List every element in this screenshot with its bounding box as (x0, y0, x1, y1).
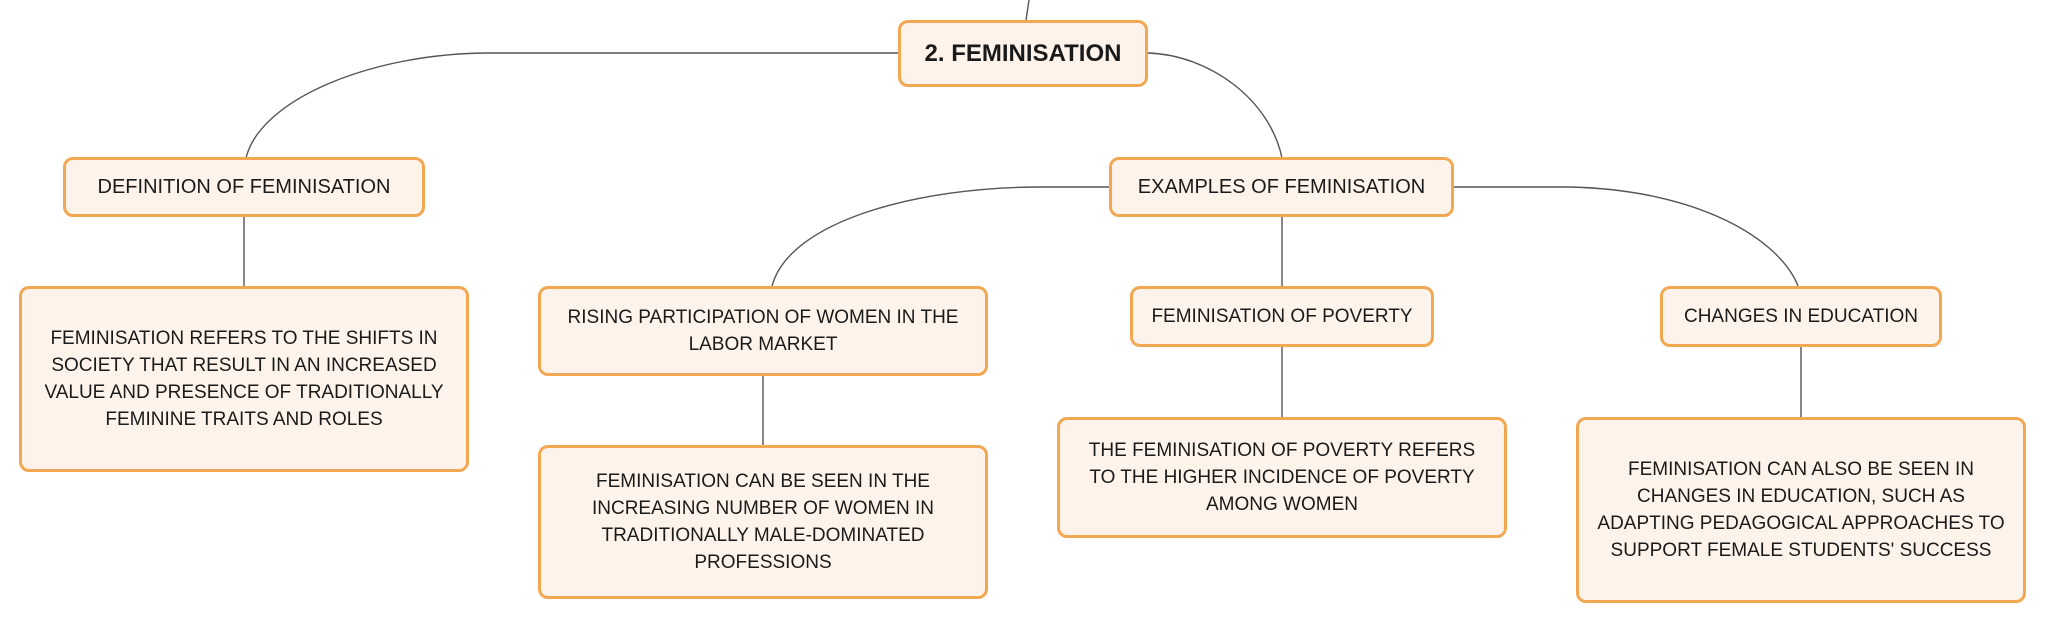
connector-parent-root (1025, 0, 1030, 21)
connector-examples-labor (771, 186, 1110, 287)
poverty-label: FEMINISATION OF POVERTY (1151, 306, 1413, 327)
definition-detail-node[interactable]: FEMINISATION REFERS TO THE SHIFTS IN SOC… (19, 286, 469, 472)
definition-detail-text: FEMINISATION REFERS TO THE SHIFTS IN SOC… (44, 328, 444, 430)
education-label: CHANGES IN EDUCATION (1683, 306, 1918, 327)
connector-examples-education (1454, 186, 1799, 287)
examples-node-label: EXAMPLES OF FEMINISATION (1137, 175, 1426, 198)
root-node[interactable]: 2. FEMINISATION (898, 20, 1148, 87)
education-node[interactable]: CHANGES IN EDUCATION (1660, 286, 1942, 347)
root-node-label: 2. FEMINISATION (924, 40, 1122, 67)
definition-node-label: DEFINITION OF FEMINISATION (97, 175, 391, 198)
education-detail-text: FEMINISATION CAN ALSO BE SEEN IN CHANGES… (1597, 459, 2005, 561)
poverty-node[interactable]: FEMINISATION OF POVERTY (1130, 286, 1434, 347)
labor-market-detail-node[interactable]: FEMINISATION CAN BE SEEN IN THE INCREASI… (538, 445, 988, 599)
education-detail-node[interactable]: FEMINISATION CAN ALSO BE SEEN IN CHANGES… (1576, 417, 2026, 603)
poverty-detail-text: THE FEMINISATION OF POVERTY REFERS TO TH… (1088, 440, 1476, 515)
definition-node[interactable]: DEFINITION OF FEMINISATION (63, 157, 425, 217)
labor-market-label: RISING PARTICIPATION OF WOMEN IN THE LAB… (567, 307, 959, 355)
labor-market-detail-text: FEMINISATION CAN BE SEEN IN THE INCREASI… (591, 471, 934, 573)
labor-market-node[interactable]: RISING PARTICIPATION OF WOMEN IN THE LAB… (538, 286, 988, 376)
examples-node[interactable]: EXAMPLES OF FEMINISATION (1109, 157, 1454, 217)
poverty-detail-node[interactable]: THE FEMINISATION OF POVERTY REFERS TO TH… (1057, 417, 1507, 538)
connector-root-definition (245, 52, 898, 159)
connector-root-examples (1147, 52, 1283, 159)
